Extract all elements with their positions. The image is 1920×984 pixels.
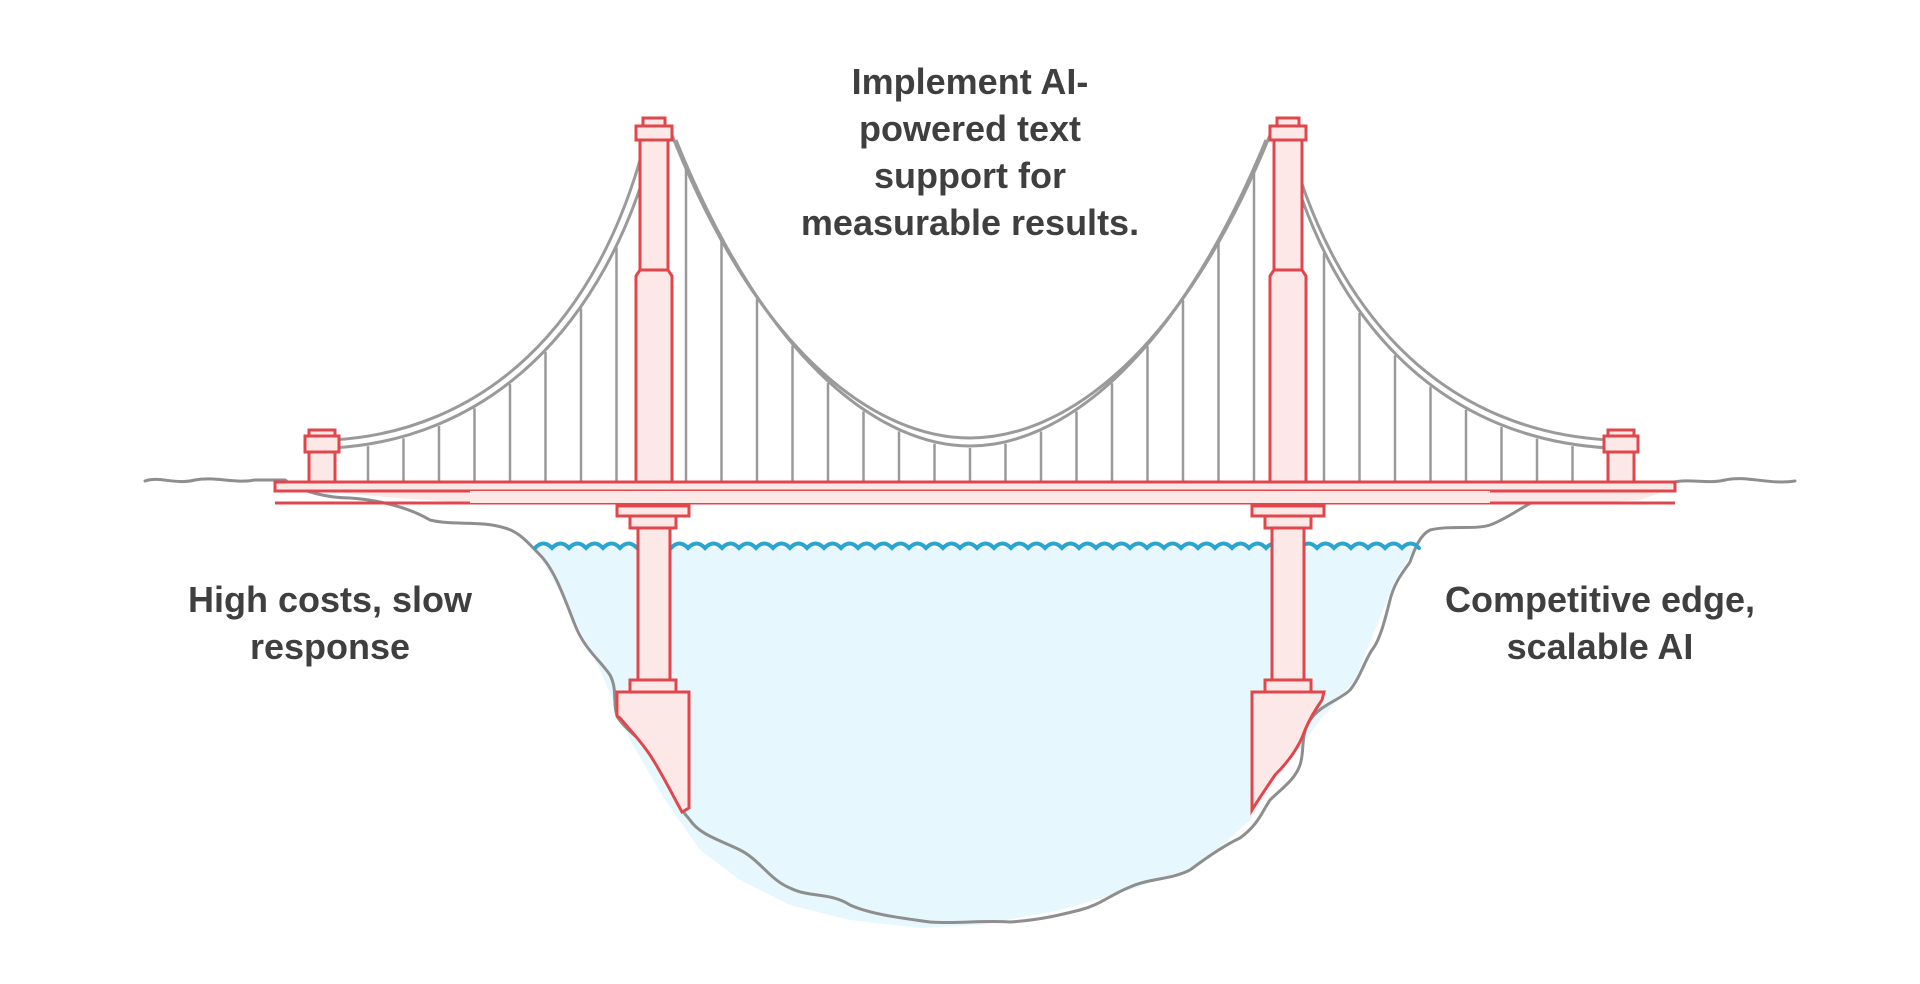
main-cables bbox=[331, 129, 1611, 450]
future-state-label: Competitive edge, scalable AI bbox=[1444, 579, 1756, 667]
tower-left bbox=[615, 116, 691, 815]
water-body bbox=[535, 548, 1415, 928]
suspender-cables bbox=[366, 165, 1574, 482]
gorge-wall-left bbox=[284, 478, 791, 890]
bridge-deck bbox=[273, 480, 1677, 505]
ground-left bbox=[143, 477, 287, 484]
end-pier-right bbox=[1602, 428, 1640, 484]
end-pier-left bbox=[303, 428, 341, 484]
tower-right bbox=[1250, 116, 1326, 816]
goal-label: Implement AI- powered text support for m… bbox=[800, 61, 1140, 243]
current-state-label: High costs, slow response bbox=[187, 579, 473, 667]
gorge-floor bbox=[789, 868, 1191, 925]
ground-right bbox=[1663, 477, 1797, 487]
